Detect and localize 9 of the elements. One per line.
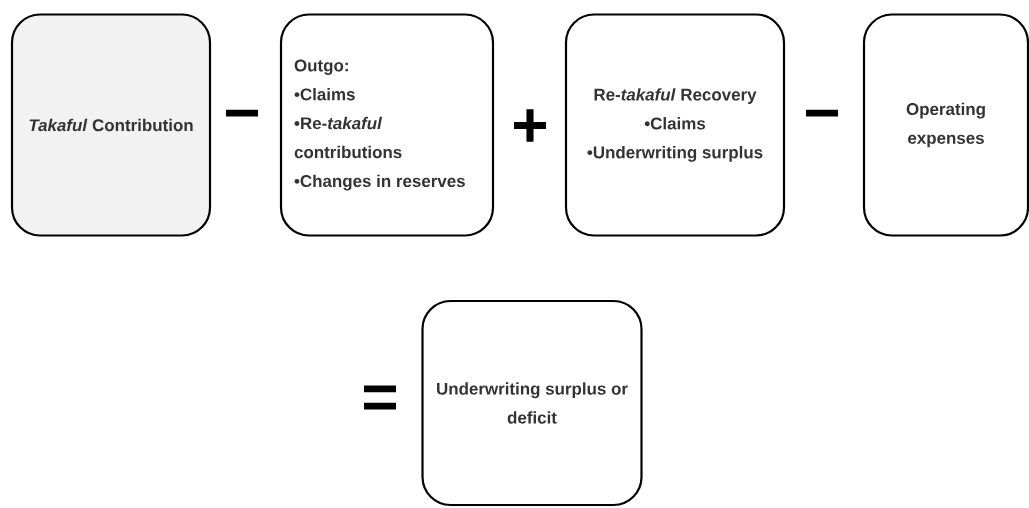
text-box: Re-takaful Recovery •Claims •Underwriting surplus — [564, 13, 786, 237]
operator-sign: + — [514, 109, 547, 142]
text-box: Outgo: •Claims •Re-takaful contributions •Changes in reserves — [279, 13, 495, 237]
text-box: Takaful Contribution — [10, 13, 212, 237]
operator-sign: − — [226, 109, 258, 117]
text-box: Operating expenses — [862, 13, 1029, 237]
operator-sign: − — [806, 109, 838, 117]
operator-sign: = — [364, 385, 396, 410]
text-box: Underwriting surplus or deficit — [421, 299, 643, 507]
